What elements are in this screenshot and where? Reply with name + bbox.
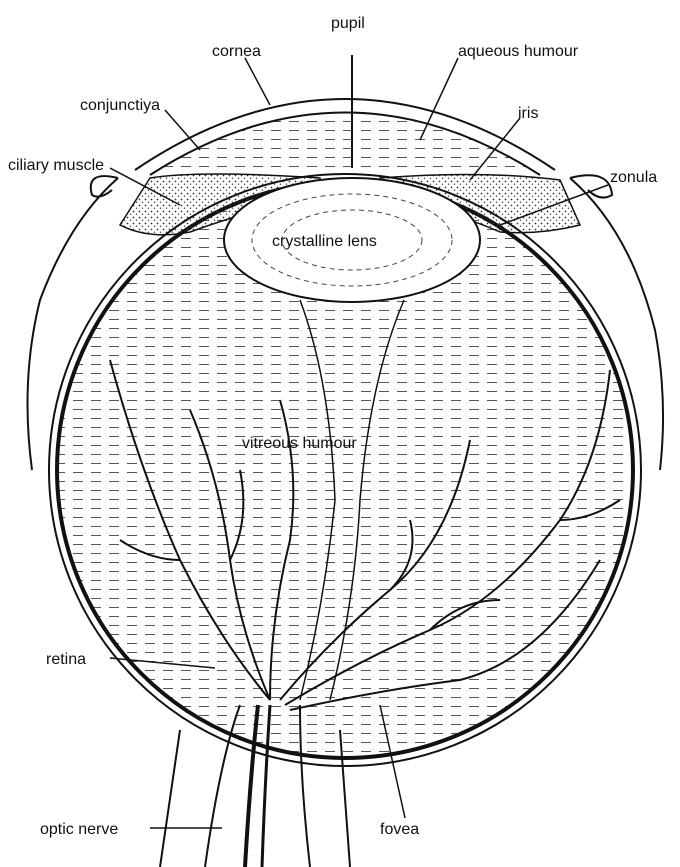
label-zonula: zonula [610,169,657,186]
label-iris: iris [518,105,538,122]
label-ciliary-muscle: ciliary muscle [8,157,104,174]
label-vitreous-humour: vitreous humour [242,435,357,452]
label-cornea: cornea [212,43,261,60]
label-crystalline-lens: crystalline lens [272,233,377,250]
label-conjunctiva: conjunctiya [80,97,160,114]
label-fovea: fovea [380,821,419,838]
label-aqueous-humour: aqueous humour [458,43,579,60]
cornea [135,99,555,175]
label-optic-nerve: optic nerve [40,821,118,838]
label-pupil: pupil [331,15,365,32]
label-retina: retina [46,651,86,668]
